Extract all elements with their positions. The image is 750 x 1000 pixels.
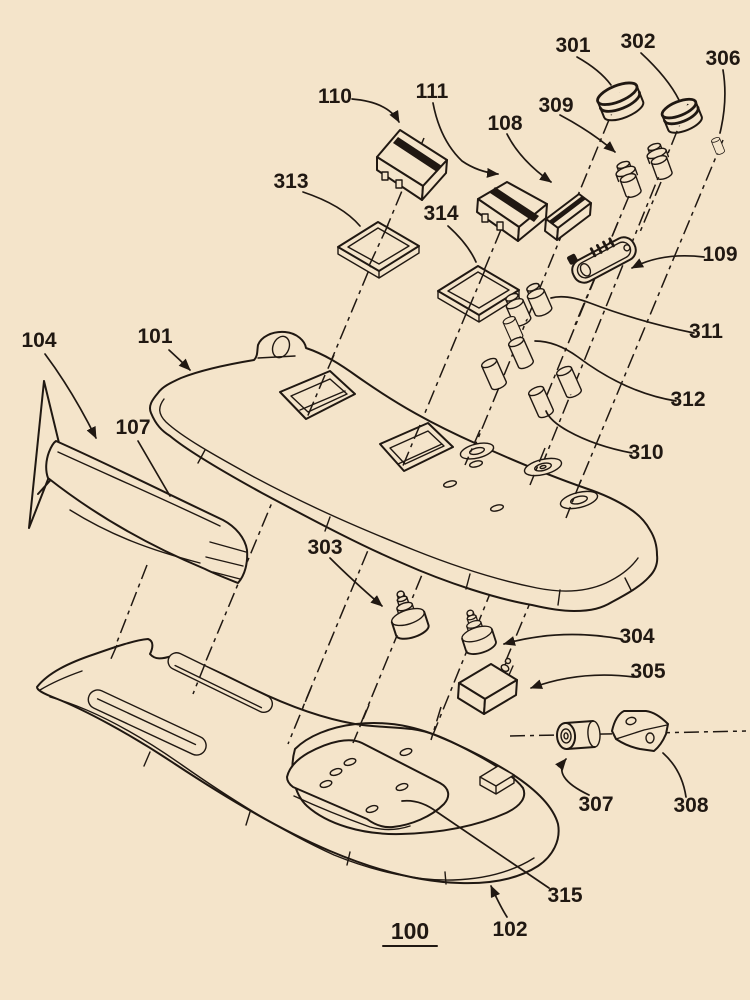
part-label-307: 307 (578, 793, 613, 816)
part-label-111: 111 (416, 80, 449, 103)
pickup-bridge (476, 181, 548, 242)
pickup-neck (376, 129, 448, 201)
pickup-frame-neck (337, 221, 420, 279)
neck-pocket-slot (167, 652, 274, 714)
pickup-frame-bridge (437, 265, 520, 323)
pot-bushing-b (643, 140, 676, 183)
part-label-110: 110 (318, 85, 352, 108)
potentiometer-b (453, 604, 499, 659)
part-label-314: 314 (423, 202, 458, 225)
part-label-301: 301 (555, 34, 590, 57)
part-label-304: 304 (619, 625, 654, 648)
part-label-306: 306 (705, 47, 740, 70)
upper-body (148, 330, 659, 612)
part-label-102: 102 (492, 918, 527, 941)
part-label-308: 308 (673, 794, 708, 817)
part-label-315: 315 (547, 884, 582, 907)
part-label-309: 309 (538, 94, 573, 117)
part-label-109: 109 (702, 243, 737, 266)
pot-bushing-a (612, 158, 645, 201)
neck-pickup-opening (279, 370, 356, 420)
part-label-313: 313 (273, 170, 308, 193)
headstock (28, 380, 62, 529)
part-label-302: 302 (620, 30, 655, 53)
part-label-303: 303 (307, 536, 342, 559)
control-cavity (291, 721, 526, 836)
lower-body (36, 638, 560, 885)
plateau-screw-holes (319, 747, 413, 814)
part-label-108: 108 (487, 112, 522, 135)
part-label-104: 104 (21, 329, 56, 352)
part-label-312: 312 (670, 388, 705, 411)
figure-number-label: 100 (391, 918, 429, 944)
part-label-107: 107 (115, 416, 150, 439)
knob-volume (596, 81, 645, 122)
potentiometer-a (382, 585, 432, 644)
heel-steps (205, 541, 247, 580)
output-jack (457, 657, 518, 715)
neck (28, 380, 249, 584)
part-label-310: 310 (628, 441, 663, 464)
jack-pocket-block (479, 765, 515, 795)
bridge-plateau (286, 739, 450, 829)
knob-tone (660, 97, 703, 134)
leader-lines (44, 52, 726, 918)
dowel-pin (710, 136, 726, 156)
angle-bracket (611, 710, 669, 752)
part-label-305: 305 (630, 660, 665, 683)
horn-slot (87, 689, 207, 756)
part-label-101: 101 (137, 325, 172, 348)
barrel-spacer (556, 720, 601, 750)
pickup-cover (544, 193, 592, 241)
selector-switch (567, 236, 637, 284)
control-holes (442, 442, 599, 512)
part-label-311: 311 (689, 320, 723, 343)
